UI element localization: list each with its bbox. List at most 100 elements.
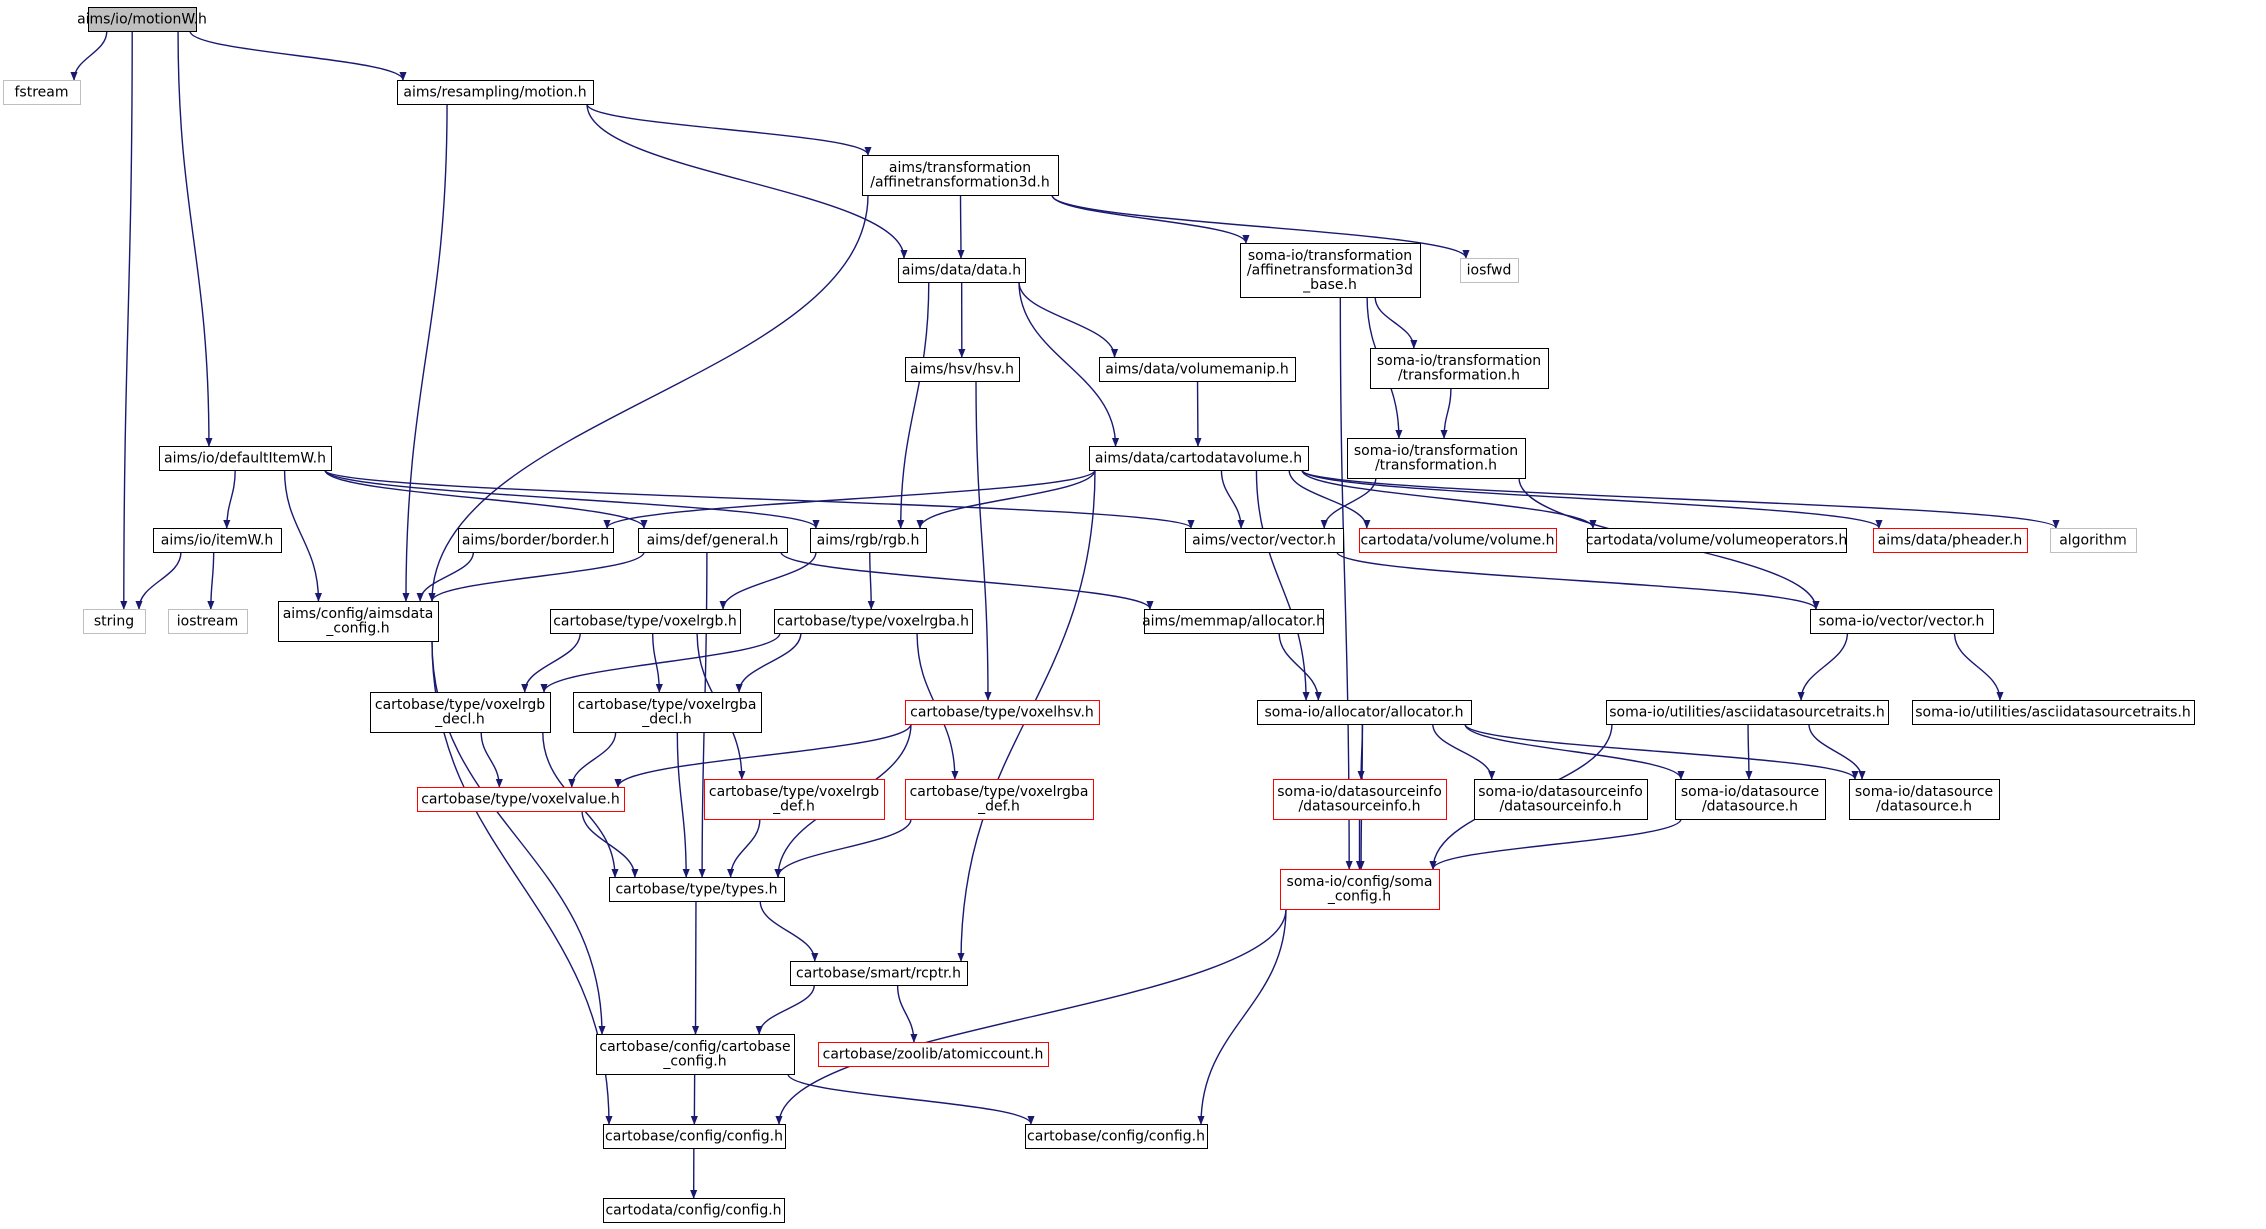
edge-data-to-rgb — [897, 281, 930, 529]
node-rgb[interactable]: aims/rgb/rgb.h — [810, 528, 927, 553]
edge-motionW-to-string — [120, 30, 133, 610]
node-voxelrgbadecl[interactable]: cartobase/type/voxelrgba_decl.h — [573, 692, 762, 733]
node-asciitraits1-box — [1606, 700, 1889, 725]
node-iostream[interactable]: iostream — [168, 609, 248, 634]
edge-cartodatavolume-to-border — [603, 469, 1096, 529]
edge-somavector-to-asciitraits1 — [1797, 632, 1849, 701]
node-somaallocator[interactable]: soma-io/allocator/allocator.h — [1257, 700, 1472, 725]
node-voxelhsv[interactable]: cartobase/type/voxelhsv.h — [905, 700, 1100, 725]
node-affine3d[interactable]: aims/transformation/affinetransformation… — [862, 155, 1059, 196]
node-motionW[interactable]: aims/io/motionW.h — [77, 7, 207, 32]
node-somaaffine[interactable]: soma-io/transformation/affinetransformat… — [1240, 243, 1421, 298]
node-itemW[interactable]: aims/io/itemW.h — [153, 528, 282, 553]
node-defaultItemW[interactable]: aims/io/defaultItemW.h — [159, 446, 332, 471]
node-rcptr[interactable]: cartobase/smart/rcptr.h — [790, 961, 968, 986]
edge-voxelrgb-to-voxelrgbadecl — [652, 632, 663, 693]
node-datasource1[interactable]: soma-io/datasource/datasource.h — [1675, 779, 1826, 820]
node-somatransfo1[interactable]: soma-io/transformation/transformation.h — [1370, 348, 1549, 389]
node-datasource2-box — [1849, 779, 2000, 820]
edge-motion-to-affine3d — [586, 103, 872, 156]
edge-datasource1-to-somaconfig — [1429, 818, 1682, 870]
node-voxelvalue[interactable]: cartobase/type/voxelvalue.h — [417, 787, 625, 812]
node-volumeops-label: cartodata/volume/volumeoperators.h — [1586, 532, 1848, 548]
node-cartobaseconfig[interactable]: cartobase/config/cartobase_config.h — [596, 1034, 795, 1075]
node-voxelrgb[interactable]: cartobase/type/voxelrgb.h — [550, 609, 741, 634]
node-voxelrgbadecl-label: _decl.h — [641, 712, 691, 728]
node-voxelrgbdecl-box — [370, 692, 551, 733]
node-somavector[interactable]: soma-io/vector/vector.h — [1810, 609, 1994, 634]
node-defaultItemW-box — [159, 446, 332, 471]
node-affine3d-box — [862, 155, 1059, 196]
node-types[interactable]: cartobase/type/types.h — [609, 877, 785, 902]
node-string-label: string — [94, 613, 134, 629]
node-aimsdataconfig-label: _config.h — [325, 621, 389, 637]
node-config2[interactable]: cartobase/config/config.h — [1025, 1124, 1208, 1149]
node-affine3d-label: /affinetransformation3d.h — [870, 175, 1049, 191]
node-general-label: aims/def/general.h — [647, 532, 779, 548]
node-iostream-label: iostream — [177, 613, 239, 629]
node-datasource1-box — [1675, 779, 1826, 820]
node-datasource2[interactable]: soma-io/datasource/datasource.h — [1849, 779, 2000, 820]
node-motion[interactable]: aims/resampling/motion.h — [397, 80, 594, 105]
node-dsinfo1-box — [1273, 779, 1447, 820]
node-somavector-label: soma-io/vector/vector.h — [1819, 613, 1985, 629]
node-datasource2-label: soma-io/datasource — [1855, 784, 1993, 800]
node-iosfwd[interactable]: iosfwd — [1460, 258, 1519, 283]
edge-cartodatavolume-to-cdvolume — [1288, 469, 1371, 529]
node-rgb-box — [810, 528, 927, 553]
edge-voxelrgb-to-voxelrgbdecl — [521, 632, 581, 693]
node-voxelhsv-box — [905, 700, 1100, 725]
edge-data-to-cartodatavolume — [1018, 281, 1120, 447]
node-aimsvector[interactable]: aims/vector/vector.h — [1185, 528, 1344, 553]
edge-asciitraits1-to-datasource1 — [1745, 723, 1753, 780]
edge-voxelrgbadecl-to-types — [676, 731, 690, 878]
node-string[interactable]: string — [83, 609, 146, 634]
node-voxelrgba[interactable]: cartobase/type/voxelrgba.h — [774, 609, 973, 634]
node-cartodatavolume-label: aims/data/cartodatavolume.h — [1095, 450, 1302, 466]
node-voxelrgbdef[interactable]: cartobase/type/voxelrgb_def.h — [704, 779, 885, 820]
node-atomiccount[interactable]: cartobase/zoolib/atomiccount.h — [818, 1042, 1049, 1067]
node-cdconfig[interactable]: cartodata/config/config.h — [603, 1198, 785, 1223]
node-voxelrgbadecl-box — [573, 692, 762, 733]
node-cartodatavolume[interactable]: aims/data/cartodatavolume.h — [1089, 446, 1309, 471]
node-asciitraits2-box — [1912, 700, 2195, 725]
node-cdvolume[interactable]: cartodata/volume/volume.h — [1359, 528, 1557, 553]
node-border[interactable]: aims/border/border.h — [458, 528, 614, 553]
node-algorithm[interactable]: algorithm — [2050, 528, 2137, 553]
node-hsv[interactable]: aims/hsv/hsv.h — [905, 357, 1020, 382]
edge-cartobaseconfig-to-config2 — [787, 1073, 1035, 1125]
edge-somatransfo2-to-aimsvector — [1320, 477, 1377, 529]
node-dsinfo1-label: soma-io/datasourceinfo — [1277, 784, 1442, 800]
node-somatransfo2-label: soma-io/transformation — [1354, 443, 1518, 459]
node-somaconfig[interactable]: soma-io/config/soma_config.h — [1280, 869, 1440, 910]
node-config1[interactable]: cartobase/config/config.h — [603, 1124, 786, 1149]
node-cartobaseconfig-label: cartobase/config/cartobase — [599, 1039, 790, 1055]
node-volumemanip[interactable]: aims/data/volumemanip.h — [1099, 357, 1296, 382]
node-cartobaseconfig-label: _config.h — [662, 1054, 726, 1070]
node-pheader[interactable]: aims/data/pheader.h — [1873, 528, 2028, 553]
node-dsinfo1[interactable]: soma-io/datasourceinfo/datasourceinfo.h — [1273, 779, 1447, 820]
edge-types-to-rcptr — [759, 900, 819, 962]
node-asciitraits1[interactable]: soma-io/utilities/asciidatasourcetraits.… — [1606, 700, 1889, 725]
node-allocatormm[interactable]: aims/memmap/allocator.h — [1142, 609, 1325, 634]
node-somatransfo1-label: soma-io/transformation — [1377, 353, 1541, 369]
node-somatransfo2[interactable]: soma-io/transformation/transformation.h — [1347, 438, 1526, 479]
edge-cartodatavolume-to-pheader — [1301, 469, 1883, 529]
edge-affine3d-to-aimsdataconfig — [428, 194, 869, 602]
edge-somaconfig-to-config2 — [1197, 908, 1287, 1125]
node-somatransfo1-label: /transformation.h — [1398, 368, 1520, 384]
node-cdvolume-label: cartodata/volume/volume.h — [1360, 532, 1554, 548]
node-dsinfo2[interactable]: soma-io/datasourceinfo/datasourceinfo.h — [1474, 779, 1648, 820]
node-data[interactable]: aims/data/data.h — [898, 258, 1026, 283]
node-volumeops[interactable]: cartodata/volume/volumeoperators.h — [1586, 528, 1848, 553]
node-general[interactable]: aims/def/general.h — [638, 528, 788, 553]
node-voxelrgbadef[interactable]: cartobase/type/voxelrgba_def.h — [905, 779, 1094, 820]
node-data-label: aims/data/data.h — [902, 262, 1021, 278]
node-fstream[interactable]: fstream — [3, 80, 81, 105]
node-asciitraits2[interactable]: soma-io/utilities/asciidatasourcetraits.… — [1912, 700, 2195, 725]
node-voxelrgbdecl[interactable]: cartobase/type/voxelrgb_decl.h — [370, 692, 551, 733]
node-aimsdataconfig-label: aims/config/aimsdata — [283, 606, 434, 622]
node-volumeops-box — [1587, 528, 1847, 553]
node-aimsdataconfig[interactable]: aims/config/aimsdata_config.h — [278, 601, 439, 642]
edge-general-to-aimsdataconfig — [428, 551, 645, 602]
